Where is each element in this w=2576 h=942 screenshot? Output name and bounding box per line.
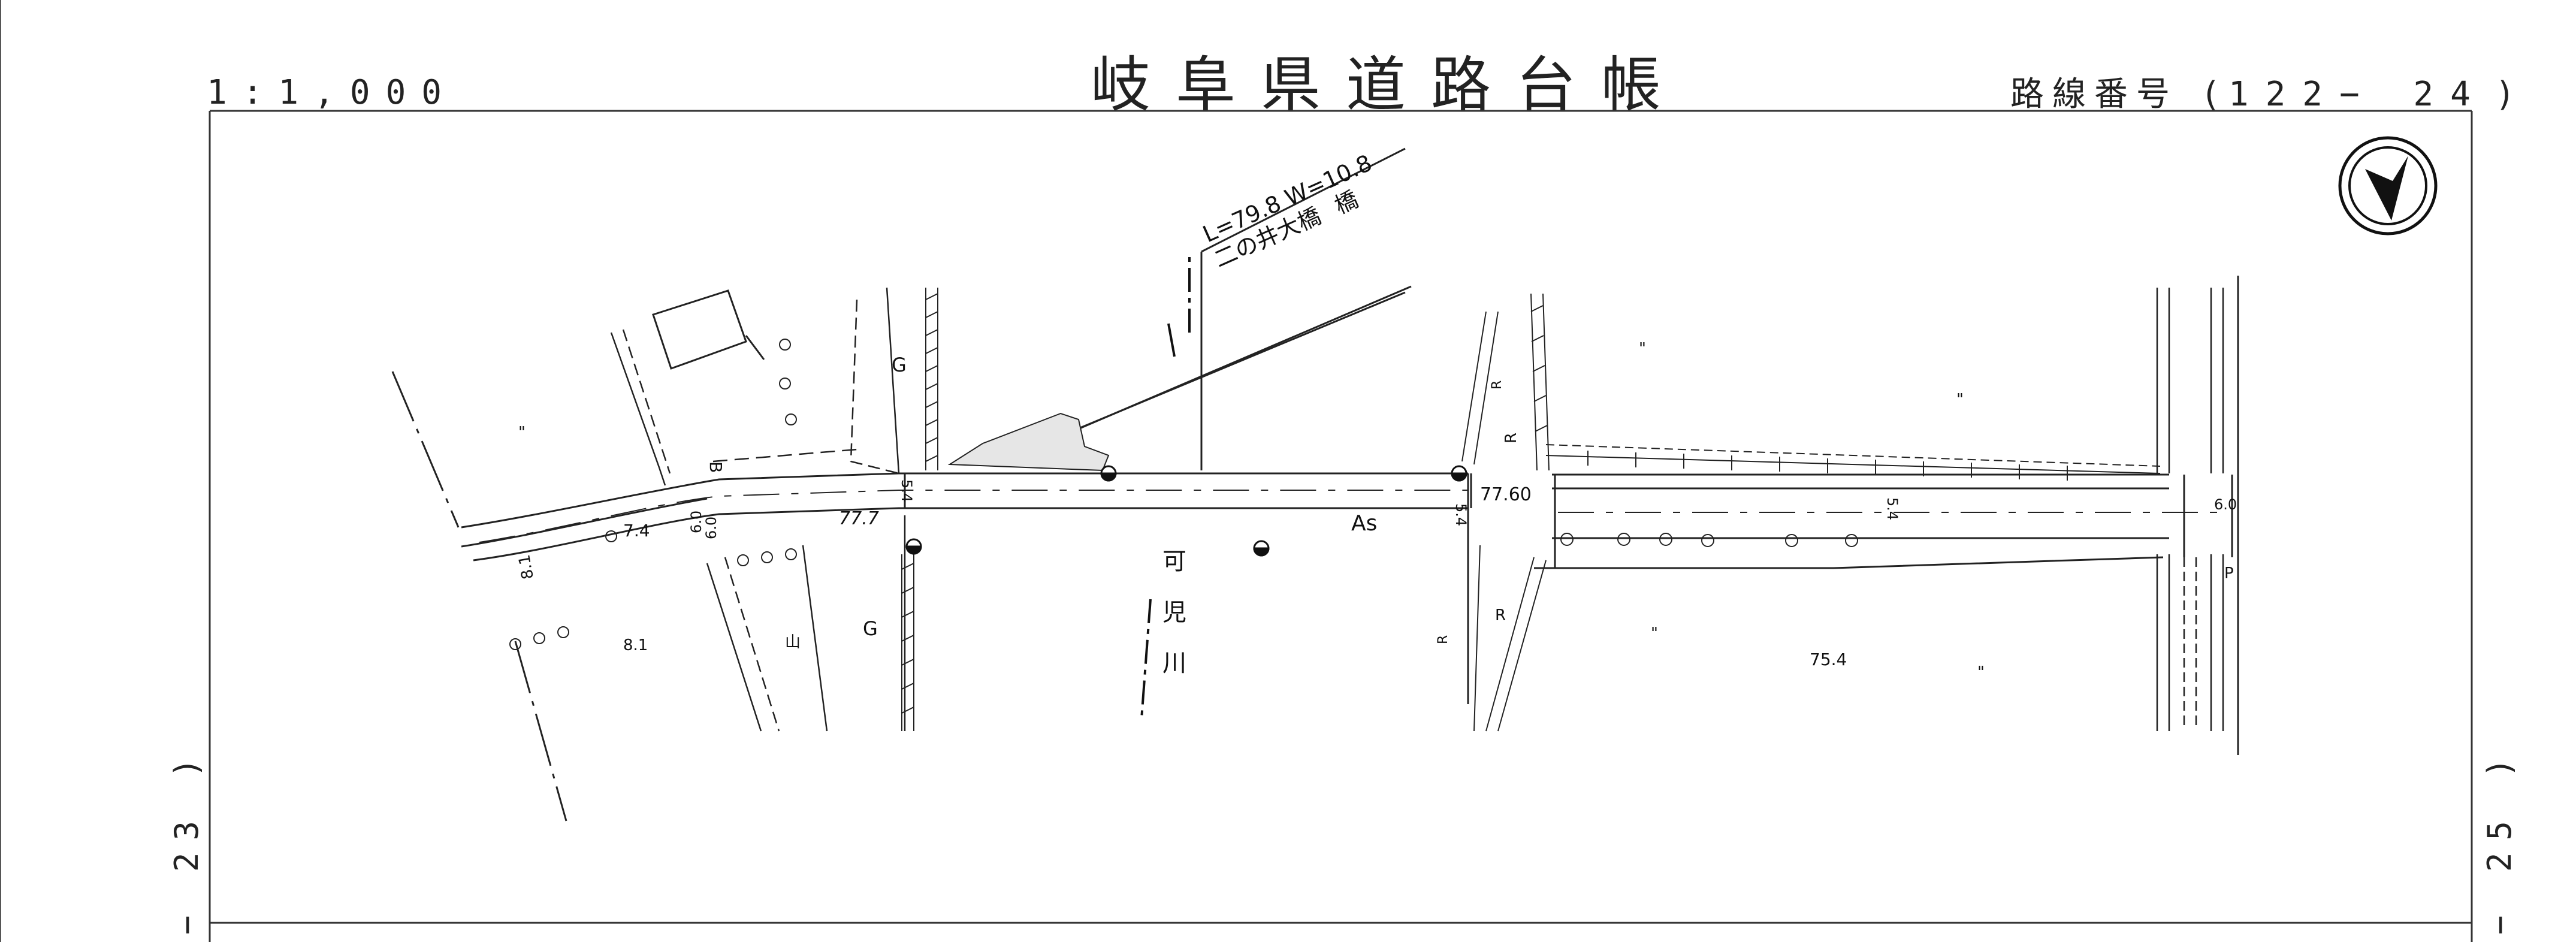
road-outline <box>461 472 2233 704</box>
width-label-3: 5.4 <box>1884 497 1901 520</box>
width-label-7: 8.1 <box>515 553 537 581</box>
route-label: 路線番号 <box>2010 75 2178 114</box>
elevation-5: 8.1 <box>623 636 648 654</box>
guardrail-right <box>1461 293 1550 732</box>
route-value: 122− 24 <box>2228 75 2487 114</box>
map-symbols: G G R R R R B P 山 " " " " " <box>518 340 2234 681</box>
elevation-4: 7.4 <box>623 521 650 541</box>
scale-label: 1:1,000 <box>207 73 458 112</box>
embankment-symbol: B <box>706 461 726 473</box>
north-arrow-icon <box>2338 136 2438 236</box>
route-boundary-left <box>391 371 567 822</box>
retaining-symbol-3: R <box>1495 606 1506 624</box>
page-title: 岐阜県道路台帳 <box>1091 50 1686 120</box>
river-char-3: 川 <box>1162 650 1186 677</box>
sheet-frame <box>0 0 2473 942</box>
retaining-symbol-2: R <box>1490 381 1505 390</box>
river-char-2: 児 <box>1162 599 1186 626</box>
width-label-4: 6.0 <box>2214 496 2237 513</box>
pole-symbol: P <box>2224 564 2234 582</box>
guardrail-symbol-2: G <box>863 617 878 640</box>
river-char-1: 可 <box>1162 548 1186 575</box>
route-number: 路線番号 (122− 24) <box>2010 67 2522 116</box>
utility-pole-markers <box>905 465 1467 557</box>
slope-symbol-right <box>1545 444 2161 481</box>
right-structure <box>2156 276 2239 755</box>
river-arrow <box>1140 252 1191 720</box>
width-label-1: 5.4 <box>898 479 915 502</box>
parcel-lines <box>610 287 906 732</box>
width-label-6: 6.0 <box>703 517 720 539</box>
mountain-symbol: 山 <box>785 633 801 651</box>
field-mark-3: " <box>1956 391 1964 409</box>
retaining-symbol-1: R <box>1502 433 1520 443</box>
road-centerline <box>479 490 2229 543</box>
bridge-leader <box>1072 147 1412 470</box>
roadside-markers <box>509 339 1858 650</box>
elevation-3: 75.4 <box>1810 650 1847 669</box>
field-mark-1: " <box>518 424 526 442</box>
elevation-2: 77.60 <box>1480 484 1532 505</box>
elevation-1: 77.7 <box>839 508 879 529</box>
field-mark-2: " <box>1639 340 1646 358</box>
bridge-labels: L=79.8 W=10.8 二の井大橋 橋 <box>1199 149 1376 273</box>
width-label-5: 6.0 <box>688 511 705 533</box>
field-mark-5: " <box>1977 663 1985 681</box>
route-close-paren: ) <box>2498 75 2511 114</box>
embankment-fill <box>947 412 1110 472</box>
road-labels: As 77.7 77.60 75.4 7.4 8.1 5.4 5.4 5.4 6… <box>515 479 2237 669</box>
guardrail-left <box>901 288 938 731</box>
width-label-2: 5.4 <box>1452 503 1469 526</box>
building <box>652 289 765 370</box>
retaining-symbol-4: R <box>1436 635 1451 644</box>
guardrail-symbol-1: G <box>892 354 907 376</box>
route-open-paren: ( <box>2204 75 2218 114</box>
surface-label: As <box>1351 511 1377 536</box>
field-mark-4: " <box>1651 624 1658 642</box>
river-label: 可 児 川 <box>1162 548 1186 677</box>
